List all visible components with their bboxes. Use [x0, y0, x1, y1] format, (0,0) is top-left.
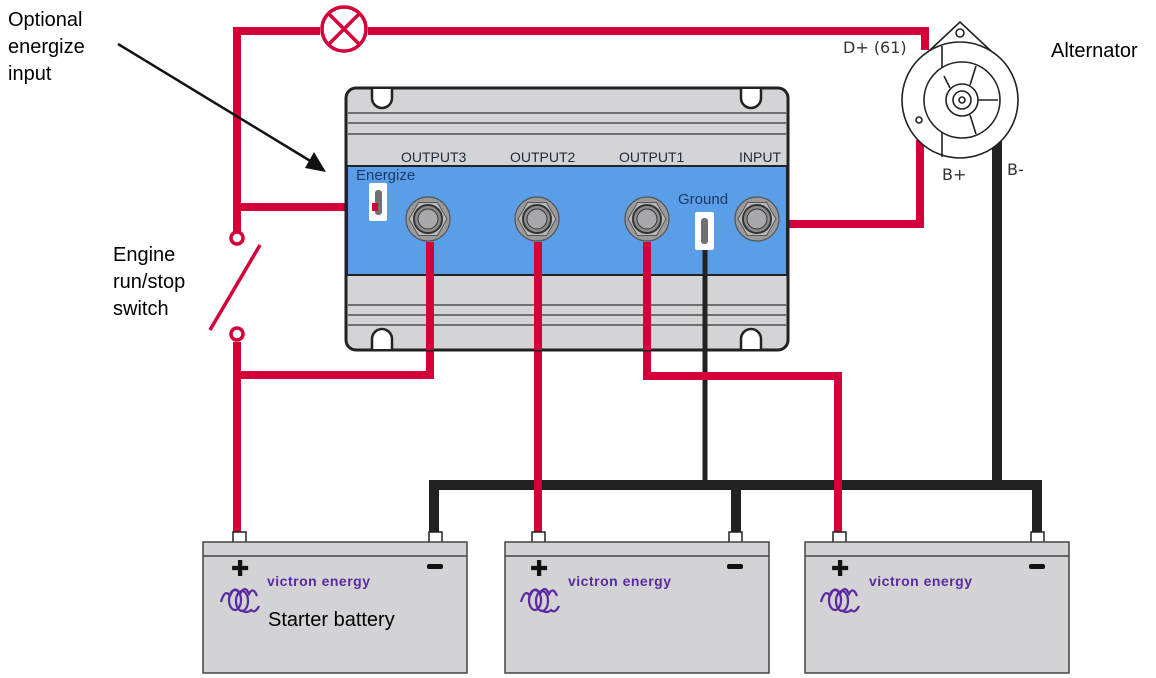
terminal-label-output2: OUTPUT2 — [510, 149, 576, 165]
input-wire — [780, 140, 924, 228]
mount-notch — [739, 89, 763, 110]
lamp-wire — [233, 27, 929, 243]
d-plus-label: D+ (61) — [843, 38, 907, 57]
ground-label: Ground — [678, 191, 728, 208]
terminal-label-output3: OUTPUT3 — [401, 149, 467, 165]
battery-2: ✚ — [504, 531, 770, 674]
switch-annotation-line3: switch — [113, 298, 169, 320]
plus-icon: ✚ — [231, 557, 249, 582]
energize-annotation-line1: Optional — [8, 9, 83, 31]
battery-3-brand: victron energy — [869, 573, 972, 589]
battery-1-brand: victron energy — [267, 573, 370, 589]
minus-icon — [427, 564, 443, 569]
switch-annotation-line1: Engine — [113, 244, 175, 266]
output1-terminal[interactable] — [624, 196, 670, 242]
input-terminal[interactable] — [734, 196, 780, 242]
battery-3: ✚ — [804, 531, 1070, 674]
energize-annotation-line2: energize — [8, 36, 85, 58]
battery-1: ✚ — [202, 531, 468, 674]
energize-terminal[interactable] — [369, 183, 387, 221]
energize-label: Energize — [356, 167, 415, 184]
battery-1-label: Starter battery — [268, 609, 395, 631]
alternator-icon — [901, 20, 1019, 159]
minus-icon — [727, 564, 743, 569]
plus-icon: ✚ — [831, 557, 849, 582]
mount-notch — [370, 327, 394, 349]
ground-terminal[interactable] — [695, 212, 714, 250]
alternator-label: Alternator — [1051, 40, 1138, 62]
warning-lamp-icon — [320, 5, 368, 53]
mount-notch — [739, 327, 763, 349]
terminal-label-output1: OUTPUT1 — [619, 149, 685, 165]
b-minus-label: B- — [1007, 160, 1024, 179]
engine-switch-icon[interactable] — [208, 230, 262, 342]
output2-terminal[interactable] — [514, 196, 560, 242]
switch-annotation-line2: run/stop — [113, 271, 185, 293]
energize-annotation-line3: input — [8, 63, 52, 85]
plus-icon: ✚ — [530, 557, 548, 582]
annotation-arrow — [117, 42, 326, 172]
terminal-label-input: INPUT — [739, 149, 781, 165]
battery-2-brand: victron energy — [568, 573, 671, 589]
output3-terminal[interactable] — [405, 196, 451, 242]
b-plus-label: B+ — [942, 165, 966, 184]
mount-notch — [370, 89, 394, 110]
minus-icon — [1029, 564, 1045, 569]
